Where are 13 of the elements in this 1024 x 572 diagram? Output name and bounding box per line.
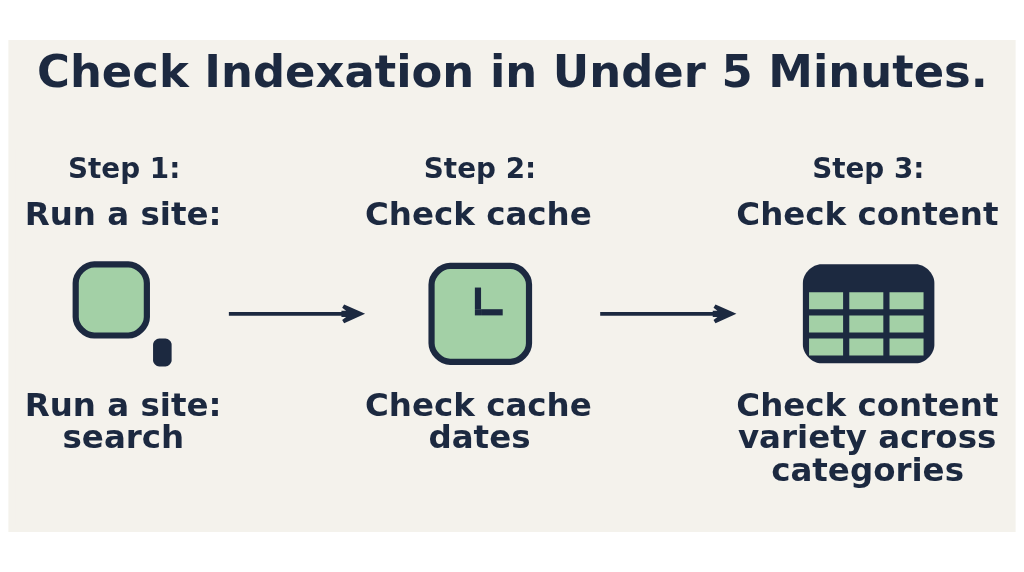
arrow — [600, 304, 734, 324]
arrow — [228, 304, 363, 324]
node-box-text — [802, 264, 935, 364]
node-label: Step 2: — [423, 152, 537, 186]
node-label: Check content variety across categories — [736, 385, 999, 489]
diagram-title: Check Indexation in Under 5 Minutes. — [37, 44, 988, 98]
node-label: Run a site: search — [24, 385, 222, 457]
node-label: Run a site: — [24, 195, 222, 234]
node-label: Step 1: — [67, 152, 181, 186]
node-label: Check cache — [365, 195, 592, 234]
node-label: Step 3: — [812, 152, 925, 186]
node-label: Check cache dates — [365, 385, 592, 457]
node-label: Check content — [736, 195, 999, 234]
